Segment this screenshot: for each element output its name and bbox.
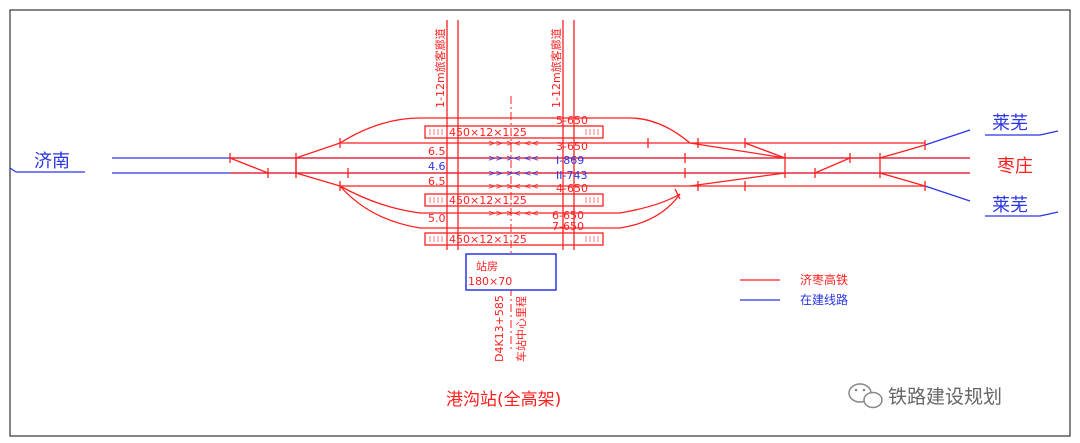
center-mileage-value: D4K13+585 — [493, 295, 506, 362]
svg-text:>> >< <<: >> >< << — [488, 209, 539, 219]
turnout-r2 — [689, 172, 786, 187]
svg-text:>> >< <<: >> >< << — [488, 154, 539, 164]
track-label-II: II-743 — [556, 169, 587, 182]
platform-1 — [424, 125, 604, 139]
turnout-r3 — [744, 142, 786, 159]
drawing-frame — [9, 9, 1071, 437]
spacing-3: 6.5 — [428, 175, 446, 188]
legend-blue-label: 在建线路 — [800, 292, 848, 307]
wechat-icon — [848, 383, 883, 409]
corridor-2-label: 1-12m旅客廊道 — [549, 28, 563, 108]
crossover-right — [814, 157, 851, 174]
station-laiwu-top: 莱芜 — [992, 113, 1028, 134]
station-zaozhuang: 枣庄 — [997, 156, 1033, 177]
track-5 — [339, 117, 691, 144]
spacing-1: 6.5 — [428, 145, 446, 158]
platform-labels: 450×12×1.25 450×12×1.25 450×12×1.25 — [449, 126, 527, 246]
turnout-laiwu-top — [879, 144, 926, 159]
station-house-name: 站房 — [476, 259, 498, 273]
spacing-4: 5.0 — [428, 212, 446, 225]
platforms — [424, 125, 604, 246]
watermark-text: 铁路建设规划 — [888, 386, 1002, 408]
crossover-left-1 — [229, 157, 269, 174]
platform-3 — [424, 232, 604, 246]
turnout-laiwu-bottom — [879, 172, 926, 187]
laiwu-bottom-arrow — [1039, 211, 1059, 217]
track-label-I: I-869 — [556, 154, 584, 167]
legend-red-label: 济枣高铁 — [800, 272, 848, 287]
station-house-box — [465, 253, 557, 291]
platform-hatching — [429, 129, 599, 242]
track-6 — [339, 185, 681, 214]
center-mileage-label: 车站中心里程 — [514, 296, 528, 362]
direction-arrows: >> >< << >> >< << >> >< << >> >< << >> >… — [488, 139, 539, 219]
track-label-5: 5-650 — [556, 114, 588, 127]
station-title: 港沟站(全高架) — [446, 390, 561, 410]
track-label-7: 7-650 — [552, 220, 584, 233]
legend: 济枣高铁 在建线路 — [740, 272, 848, 307]
track-label-4: 4-650 — [556, 182, 588, 195]
joint-ticks — [229, 138, 926, 200]
track-7 — [339, 185, 681, 229]
branch-laiwu-top — [924, 129, 971, 146]
platform-2 — [424, 193, 604, 207]
platform-1-size: 450×12×1.25 — [449, 126, 527, 139]
platform-2-size: 450×12×1.25 — [449, 194, 527, 207]
svg-text:>> >< <<: >> >< << — [488, 182, 539, 192]
station-laiwu-bottom: 莱芜 — [992, 195, 1028, 216]
platform-3-size: 450×12×1.25 — [449, 233, 527, 246]
corridors: 1-12m旅客廊道 1-12m旅客廊道 — [433, 20, 575, 250]
station-house-size: 180×70 — [468, 275, 512, 288]
watermark: 铁路建设规划 — [848, 383, 1002, 409]
branch-laiwu-bottom — [924, 185, 971, 202]
track-labels: 5-650 3-650 I-869 II-743 4-650 6-650 7-6… — [552, 114, 588, 233]
track-label-6: 6-650 — [552, 209, 584, 222]
svg-text:>> >< <<: >> >< << — [488, 169, 539, 179]
spacing-labels: 6.5 4.6 6.5 5.0 — [428, 145, 446, 225]
turnout-r1 — [689, 142, 786, 159]
corridor-1-label: 1-12m旅客廊道 — [433, 28, 447, 108]
spacing-2: 4.6 — [428, 160, 446, 173]
laiwu-top-arrow — [1039, 130, 1059, 136]
svg-text:>> >< <<: >> >< << — [488, 139, 539, 149]
station-jinan: 济南 — [34, 151, 70, 172]
track-label-3: 3-650 — [556, 140, 588, 153]
jinan-arrow — [9, 167, 17, 173]
